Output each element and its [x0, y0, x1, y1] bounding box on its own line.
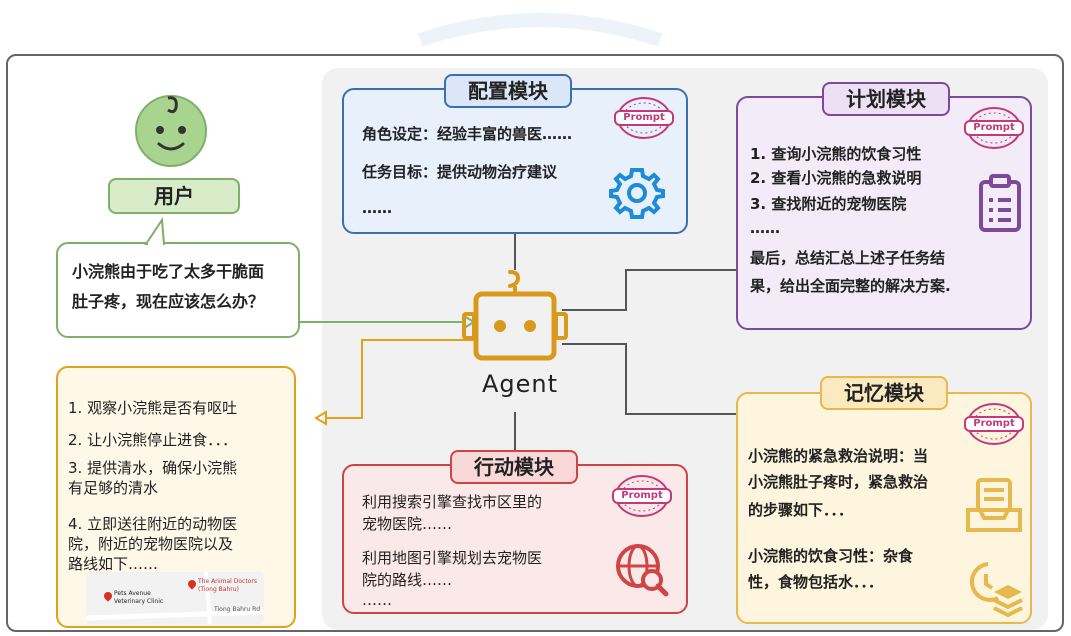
action-line-4: 院的路线…… — [362, 571, 453, 589]
prompt-badge-icon: Prompt — [614, 96, 674, 140]
config-line-1: 角色设定：经验丰富的兽医…… — [362, 125, 573, 143]
prompt-badge-icon: Prompt — [612, 474, 672, 518]
answer-line-4: 有足够的清水 — [68, 479, 159, 497]
plan-line-2: 2. 查看小浣熊的急救说明 — [750, 169, 922, 187]
map-place-2: The Animal Doctors (Tiong Bahru) — [198, 578, 257, 593]
prompt-badge-text: Prompt — [614, 110, 674, 126]
user-question-line-1: 小浣熊由于吃了太多干脆面 — [72, 262, 265, 281]
globe-search-icon — [616, 544, 669, 597]
bubble-tail — [144, 217, 166, 246]
map-road-label: Tiong Bahru Rd — [214, 606, 261, 613]
layers-clock-icon — [970, 562, 1023, 618]
plan-line-6: 果，给出全面完整的解决方案. — [750, 277, 951, 295]
config-line-3: …… — [362, 199, 392, 217]
prompt-badge-icon: Prompt — [964, 106, 1024, 150]
map-roads — [86, 572, 264, 624]
user-question-line-2: 肚子疼，现在应该怎么办？ — [72, 292, 265, 311]
agent-answer-card: 1. 观察小浣熊是否有呕吐 2. 让小浣熊停止进食．．． 3. 提供清水，确保小… — [56, 366, 296, 628]
memory-line-2: 小浣熊肚子疼时，紧急救治 — [748, 473, 929, 491]
prompt-badge-icon: Prompt — [964, 402, 1024, 446]
memory-module-title: 记忆模块 — [820, 376, 948, 410]
agent-label: Agent — [481, 370, 559, 398]
clipboard-list-icon — [979, 174, 1021, 232]
prompt-badge-text: Prompt — [612, 488, 672, 504]
map-snippet[interactable]: Pets Avenue Veterinary Clinic The Animal… — [86, 572, 264, 624]
memory-line-5: 性，食物包括水．．． — [748, 573, 884, 591]
user-question-bubble: 小浣熊由于吃了太多干脆面 肚子疼，现在应该怎么办？ — [56, 217, 300, 338]
action-line-5: …… — [362, 591, 392, 609]
answer-line-5: 4. 立即送往附近的动物医 — [68, 515, 238, 533]
outer-frame — [6, 54, 1064, 632]
config-line-2: 任务目标：提供动物治疗建议 — [362, 163, 558, 181]
memory-line-4: 小浣熊的饮食习性：杂食 — [748, 547, 914, 565]
inbox-tray-icon — [966, 478, 1022, 532]
prompt-badge-text: Prompt — [964, 416, 1024, 432]
action-line-2: 宠物医院…… — [362, 515, 453, 533]
action-line-3: 利用地图引擎规划去宠物医 — [362, 549, 543, 567]
answer-line-3: 3. 提供清水，确保小浣熊 — [68, 459, 238, 477]
action-line-1: 利用搜索引擎查找市区里的 — [362, 493, 543, 511]
robot-icon — [462, 270, 568, 361]
answer-line-6: 院，附近的宠物医院以及 — [68, 535, 234, 553]
plan-line-5: 最后，总结汇总上述子任务结 — [750, 249, 946, 267]
map-place-1: Pets Avenue Veterinary Clinic — [114, 590, 164, 605]
plan-line-4: …… — [750, 219, 780, 237]
plan-module-title: 计划模块 — [822, 82, 950, 116]
gear-icon — [609, 168, 665, 219]
answer-line-1: 1. 观察小浣熊是否有呕吐 — [68, 399, 238, 417]
memory-line-3: 的步骤如下．．． — [748, 501, 854, 519]
prompt-badge-text: Prompt — [964, 120, 1024, 136]
plan-line-1: 1. 查询小浣熊的饮食习性 — [750, 145, 922, 163]
user-label: 用户 — [108, 178, 240, 214]
config-module-title: 配置模块 — [444, 74, 572, 108]
baby-face-icon — [135, 95, 207, 167]
plan-line-3: 3. 查找附近的宠物医院 — [750, 195, 907, 213]
answer-line-7: 路线如下…… — [68, 555, 159, 573]
top-arc-decoration — [417, 13, 663, 47]
action-module-title: 行动模块 — [450, 450, 578, 484]
answer-line-2: 2. 让小浣熊停止进食．．． — [68, 431, 238, 449]
memory-line-1: 小浣熊的紧急救治说明：当 — [748, 447, 929, 465]
